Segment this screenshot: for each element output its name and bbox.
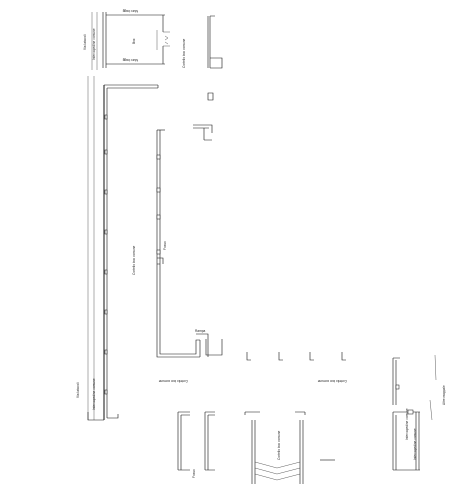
label-intercapedine-right2: Intercapedine comune — [413, 428, 417, 460]
label-intercapedine-top: Intercapedine comune — [92, 28, 96, 60]
box-door — [163, 31, 170, 47]
label-intercapedine-right1: Intercapedine comune — [405, 408, 409, 440]
box-unit-top — [102, 12, 223, 69]
pillar — [104, 114, 108, 120]
pillar — [104, 189, 108, 195]
pillar — [104, 229, 108, 235]
fosso-notch — [157, 257, 164, 265]
label-via-iv-top: Via Iatacoli — [83, 34, 87, 50]
east-bottom-room — [392, 411, 420, 471]
inner-block — [156, 129, 209, 358]
column-row-top — [246, 352, 346, 361]
small-room — [193, 124, 213, 141]
pillar — [104, 149, 108, 155]
right-strip — [209, 15, 223, 69]
label-cortello-mid2: Cortello box comune — [318, 379, 347, 383]
pillar — [156, 214, 161, 220]
label-fosso-bottom: Fosso — [192, 469, 196, 478]
label-cortello-top: Cortello box comune — [182, 39, 186, 68]
east-wall — [392, 357, 400, 405]
inner-east-end — [196, 333, 209, 357]
bottom-area — [177, 409, 420, 484]
label-rampa: Rampa — [195, 329, 206, 333]
pillar — [156, 249, 161, 255]
left-boundary — [87, 12, 159, 421]
label-intercapedine-bottom: Intercapedine comune — [92, 378, 96, 410]
bottom-wall-a — [177, 411, 190, 470]
label-altre-mappale: Altre mappale — [442, 385, 446, 405]
pillar — [104, 269, 108, 275]
label-cortello-bottom: Cortello box comune — [277, 431, 281, 460]
pillar — [395, 384, 400, 390]
pillar — [104, 349, 108, 355]
pillar — [104, 389, 108, 395]
label-muro-top: Muro bagg — [123, 9, 138, 13]
pillar — [156, 187, 161, 193]
east-boundary — [429, 354, 437, 421]
bottom-wall-b — [204, 411, 215, 470]
label-via-iv-bottom: Via Iatacoli — [76, 382, 80, 398]
label-cortello-mid1: Cortello box comune — [159, 379, 188, 383]
label-box: Box — [132, 38, 136, 44]
misc-walls — [193, 92, 437, 421]
pillar — [156, 154, 161, 160]
bottom-gaps — [244, 411, 306, 415]
ramp-walls — [251, 420, 304, 484]
label-fosso: Fosso — [163, 241, 167, 250]
ramp-chevrons — [254, 461, 301, 481]
small-element — [207, 92, 214, 101]
sw-corner — [87, 412, 119, 421]
label-muro-bottom: Muro bagg — [123, 58, 138, 62]
pillar — [104, 309, 108, 315]
pillar — [407, 409, 414, 415]
label-cortello-left: Cortello box comune — [132, 246, 136, 275]
inner-block-walls — [156, 130, 200, 358]
stair-wall — [205, 339, 223, 356]
